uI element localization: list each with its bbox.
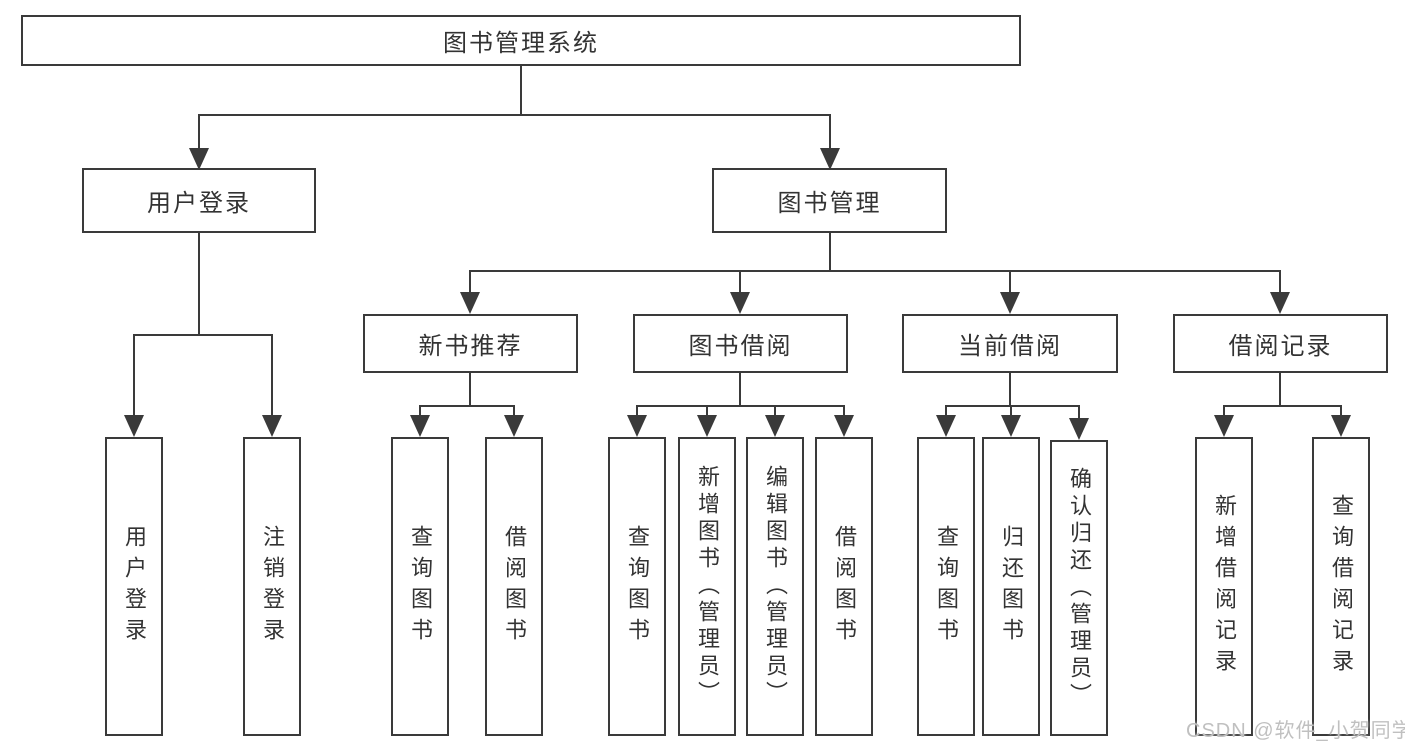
connector-line	[198, 114, 200, 150]
arrow-down-icon	[820, 148, 840, 170]
node-current-borrowing: 当前借阅	[902, 314, 1118, 373]
node-new-book-recommendation: 新书推荐	[363, 314, 578, 373]
connector-line	[513, 405, 515, 417]
arrow-down-icon	[936, 415, 956, 437]
arrow-down-icon	[1069, 418, 1089, 440]
node-book-borrowing: 图书借阅	[633, 314, 848, 373]
connector-line	[469, 373, 471, 407]
connector-line	[774, 405, 776, 417]
watermark: CSDN @软件_小贺同学	[1186, 720, 1405, 742]
arrow-down-icon	[697, 415, 717, 437]
connector-line	[1078, 405, 1080, 420]
arrow-down-icon	[189, 148, 209, 170]
arrow-down-icon	[730, 292, 750, 314]
connector-line	[843, 405, 845, 417]
connector-line	[198, 114, 831, 116]
leaf-query-borrow-record: 查询借阅记录	[1312, 437, 1370, 736]
connector-line	[829, 232, 831, 272]
arrow-down-icon	[1331, 415, 1351, 437]
arrow-down-icon	[410, 415, 430, 437]
connector-line	[829, 114, 831, 150]
connector-line	[945, 405, 1080, 407]
connector-line	[706, 405, 708, 417]
connector-line	[636, 405, 845, 407]
arrow-down-icon	[124, 415, 144, 437]
node-user-login: 用户登录	[82, 168, 316, 233]
connector-line	[419, 405, 515, 407]
arrow-down-icon	[834, 415, 854, 437]
arrow-down-icon	[262, 415, 282, 437]
leaf-borrow-books-recommend: 借阅图书	[485, 437, 543, 736]
leaf-add-borrow-record: 新增借阅记录	[1195, 437, 1253, 736]
connector-line	[945, 405, 947, 417]
arrow-down-icon	[1001, 415, 1021, 437]
node-book-management: 图书管理	[712, 168, 947, 233]
leaf-add-books-admin: 新增图书（管理员）	[678, 437, 736, 736]
connector-line	[1340, 405, 1342, 417]
connector-line	[520, 66, 522, 116]
arrow-down-icon	[1270, 292, 1290, 314]
connector-line	[419, 405, 421, 417]
arrow-down-icon	[1214, 415, 1234, 437]
connector-line	[739, 373, 741, 407]
leaf-edit-books-admin: 编辑图书（管理员）	[746, 437, 804, 736]
node-borrowing-records: 借阅记录	[1173, 314, 1388, 373]
arrow-down-icon	[765, 415, 785, 437]
connector-line	[1223, 405, 1342, 407]
connector-line	[1009, 373, 1011, 407]
connector-line	[469, 270, 471, 294]
leaf-query-books-borrowing: 查询图书	[608, 437, 666, 736]
connector-line	[133, 334, 135, 417]
leaf-borrow-books-borrowing: 借阅图书	[815, 437, 873, 736]
connector-line	[198, 232, 200, 336]
node-library-management-system: 图书管理系统	[21, 15, 1021, 66]
connector-line	[739, 270, 741, 294]
connector-line	[1009, 270, 1011, 294]
connector-line	[1279, 373, 1281, 407]
connector-line	[1279, 270, 1281, 294]
connector-line	[1010, 405, 1012, 417]
connector-line	[271, 334, 273, 417]
leaf-user-login: 用户登录	[105, 437, 163, 736]
leaf-return-books: 归还图书	[982, 437, 1040, 736]
connector-line	[133, 334, 273, 336]
leaf-query-books-recommend: 查询图书	[391, 437, 449, 736]
arrow-down-icon	[627, 415, 647, 437]
arrow-down-icon	[1000, 292, 1020, 314]
leaf-query-books-current: 查询图书	[917, 437, 975, 736]
leaf-logout: 注销登录	[243, 437, 301, 736]
connector-line	[469, 270, 1281, 272]
arrow-down-icon	[504, 415, 524, 437]
connector-line	[1223, 405, 1225, 417]
connector-line	[636, 405, 638, 417]
leaf-confirm-return-admin: 确认归还（管理员）	[1050, 440, 1108, 736]
arrow-down-icon	[460, 292, 480, 314]
